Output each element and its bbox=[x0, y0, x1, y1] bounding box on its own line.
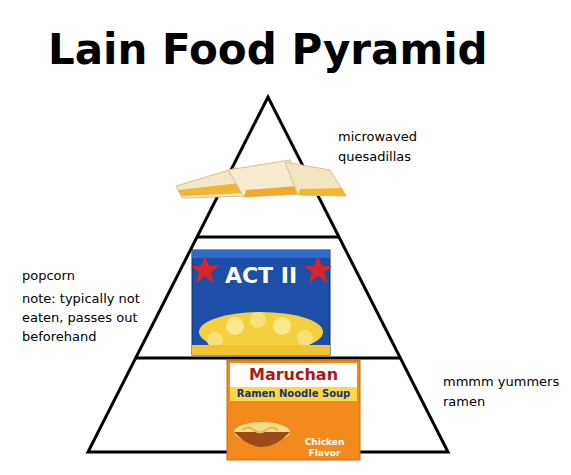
label-slot: ACT II bbox=[222, 262, 300, 290]
pyramid-outline bbox=[88, 97, 448, 452]
label-slot: Maruchan bbox=[230, 365, 357, 385]
popcorn-kernel bbox=[273, 317, 291, 335]
cheese-edge bbox=[244, 186, 300, 197]
pyramid-title: Lain Food Pyramid bbox=[48, 26, 528, 74]
label-slot: microwaved quesadillas bbox=[338, 127, 446, 167]
tier-label: mmmm yummers ramen bbox=[443, 372, 561, 412]
package-header bbox=[230, 363, 357, 387]
title-slot: Lain Food Pyramid bbox=[48, 26, 528, 74]
label-slot: Ramen Noodle Soup bbox=[230, 388, 357, 400]
ramen-package-picture bbox=[227, 360, 360, 460]
label-slot: note: typically not eaten, passes out be… bbox=[22, 289, 157, 346]
burst-badge bbox=[304, 256, 332, 283]
package-brand: ACT II bbox=[222, 262, 300, 290]
popcorn-kernel bbox=[250, 312, 266, 328]
label-slot: popcorn bbox=[22, 266, 147, 285]
label-slot: Chicken Flavor bbox=[291, 437, 358, 459]
tier-label: microwaved quesadillas bbox=[338, 127, 446, 167]
burst-badge bbox=[191, 256, 219, 283]
package-band bbox=[230, 387, 357, 401]
package-flavor: Chicken Flavor bbox=[291, 437, 358, 459]
tier-note: note: typically not eaten, passes out be… bbox=[22, 289, 157, 346]
quesadilla-picture bbox=[176, 160, 346, 198]
box-lid bbox=[192, 250, 330, 258]
cheese-edge bbox=[298, 188, 346, 196]
tier-divider bbox=[197, 236, 339, 239]
box-base bbox=[192, 345, 330, 355]
popcorn-kernel bbox=[226, 317, 244, 335]
noodle-bowl bbox=[234, 432, 290, 447]
popcorn-box-picture bbox=[191, 250, 332, 355]
quesadilla-wedge bbox=[285, 162, 346, 196]
package-brand: Maruchan bbox=[230, 365, 357, 385]
package-product: Ramen Noodle Soup bbox=[230, 388, 357, 400]
label-slot: mmmm yummers ramen bbox=[443, 372, 561, 412]
popcorn-kernel bbox=[297, 330, 313, 346]
popcorn-box bbox=[192, 250, 330, 355]
cheese-edge bbox=[178, 183, 246, 196]
tier-label: popcorn bbox=[22, 266, 147, 285]
tier-divider bbox=[136, 357, 400, 360]
noodle-strands bbox=[242, 428, 278, 433]
ramen-package bbox=[227, 360, 360, 460]
